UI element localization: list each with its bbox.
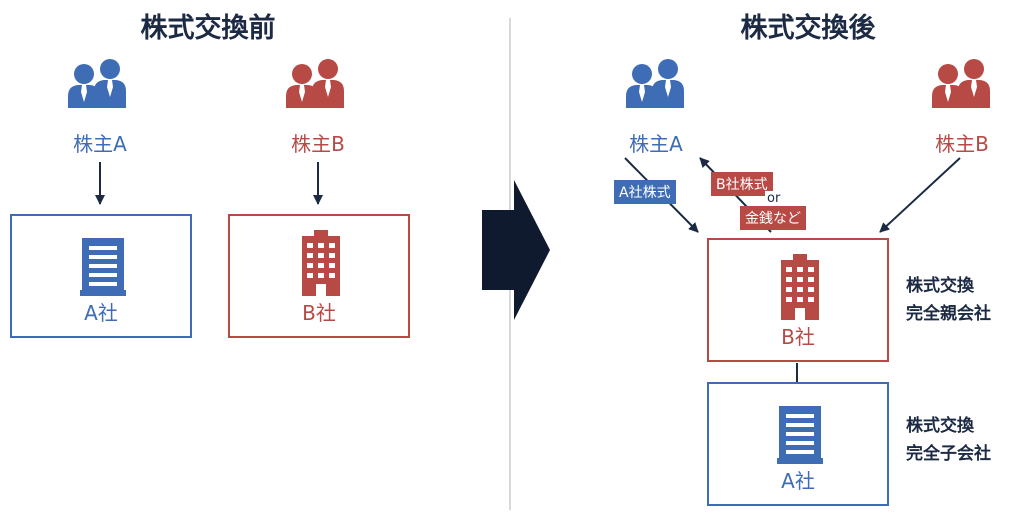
parent-company-box: B社 xyxy=(707,238,889,362)
people-icon xyxy=(932,59,990,108)
child-description: 株式交換 完全子会社 xyxy=(906,412,991,468)
building-icon xyxy=(80,238,126,296)
title-after: 株式交換後 xyxy=(740,13,876,44)
building-icon xyxy=(781,254,819,320)
shareholder-a-label: 株主A xyxy=(629,132,683,156)
company-a-label: A社 xyxy=(84,301,118,325)
title-before: 株式交換前 xyxy=(140,13,276,44)
company-b-label: B社 xyxy=(781,325,815,349)
parent-description: 株式交換 完全親会社 xyxy=(906,272,991,328)
company-b-box: B社 xyxy=(228,214,410,338)
parent-line1: 株式交換 xyxy=(906,276,974,296)
building-icon xyxy=(302,230,340,296)
shareholder-b-label: 株主B xyxy=(291,132,345,156)
child-line2: 完全子会社 xyxy=(906,444,991,464)
building-icon xyxy=(777,406,823,464)
arrow-shareholder-b xyxy=(879,157,961,233)
tag-or: or xyxy=(765,191,783,206)
tag-b-shares: B社株式 xyxy=(711,172,773,196)
shareholder-b-label: 株主B xyxy=(935,132,989,156)
tag-a-shares: A社株式 xyxy=(614,180,676,204)
child-company-box: A社 xyxy=(707,382,889,506)
people-icon xyxy=(286,59,344,108)
people-icon xyxy=(68,59,126,108)
company-a-box: A社 xyxy=(10,214,192,338)
arrow-right-icon xyxy=(482,180,550,320)
company-b-label: B社 xyxy=(302,301,336,325)
people-icon xyxy=(626,59,684,108)
tag-money: 金銭など xyxy=(740,206,806,230)
shareholder-a-label: 株主A xyxy=(73,132,127,156)
company-a-label: A社 xyxy=(781,469,815,493)
child-line1: 株式交換 xyxy=(906,416,974,436)
parent-line2: 完全親会社 xyxy=(906,304,991,324)
